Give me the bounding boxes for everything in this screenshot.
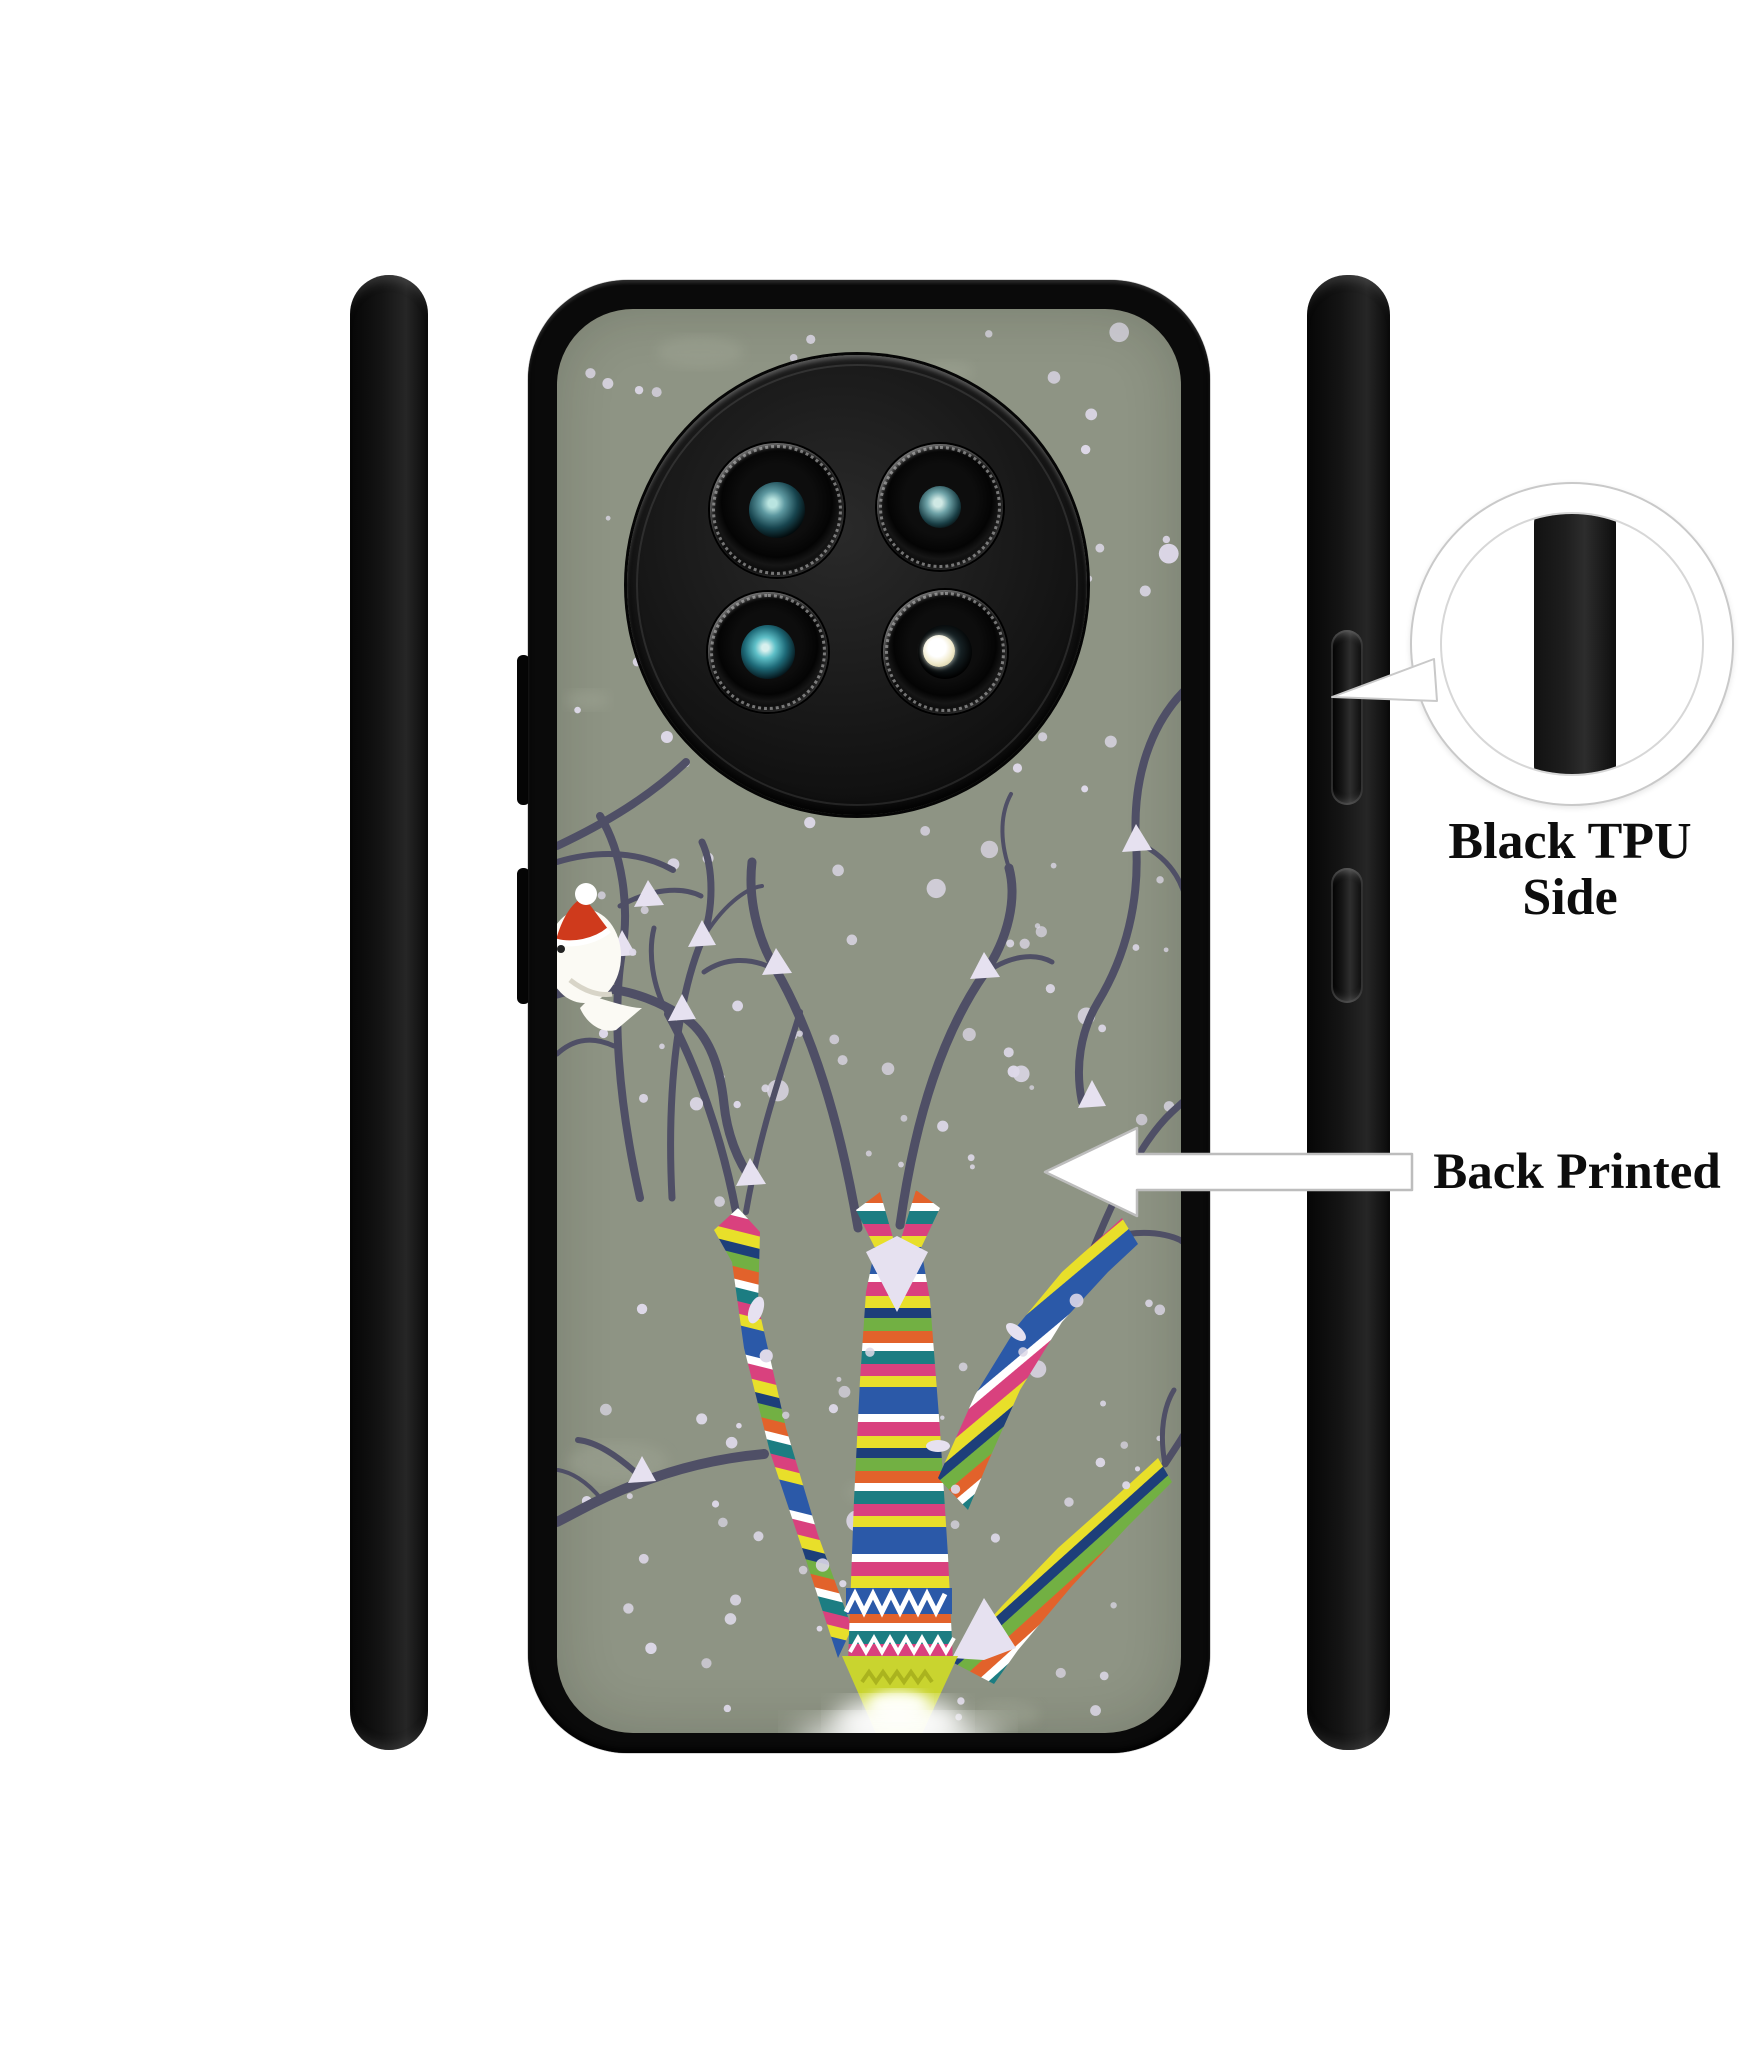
case-side-view-left: [350, 275, 428, 1750]
side-caption-line2: Side: [1522, 869, 1618, 926]
side-caption-line1: Black TPU: [1448, 813, 1692, 870]
winter-tree-artwork: [557, 322, 1181, 1733]
back-edge-power-button: [517, 868, 530, 1004]
trunk-base: [807, 1588, 989, 1733]
printed-back-design: [557, 309, 1181, 1733]
volume-button: [1331, 630, 1363, 805]
zoom-inset-circle: [1410, 482, 1734, 806]
case-side-view-right: [1307, 275, 1390, 1750]
lens-pupil: [919, 486, 961, 528]
camera-lens-bottom-right: [883, 590, 1007, 714]
lens-knurl-ring: [712, 445, 842, 575]
camera-lens-top-left: [710, 443, 844, 577]
back-edge-volume-button: [517, 655, 530, 805]
lens-knurl-ring: [885, 592, 1005, 712]
bird-eye: [557, 945, 565, 953]
camera-module: [627, 355, 1087, 815]
lens-knurl-ring: [879, 446, 1001, 568]
lens-knurl-ring: [710, 594, 826, 710]
camera-lens-top-right: [877, 444, 1003, 570]
branch-snow-caps: [610, 824, 1152, 1483]
back-printed-caption: Back Printed: [1433, 1144, 1721, 1200]
side-caption: Black TPU Side: [1398, 814, 1742, 926]
lens-pupil: [741, 625, 795, 679]
zoom-inset-inner: [1440, 512, 1704, 776]
flash-led: [923, 635, 955, 667]
magnified-tpu-side: [1534, 514, 1616, 774]
lens-pupil: [749, 482, 805, 538]
bird-with-santa-hat: [557, 883, 642, 1031]
power-button: [1331, 868, 1363, 1003]
striped-trunk: [714, 1190, 1172, 1684]
camera-lens-bottom-left: [708, 592, 828, 712]
